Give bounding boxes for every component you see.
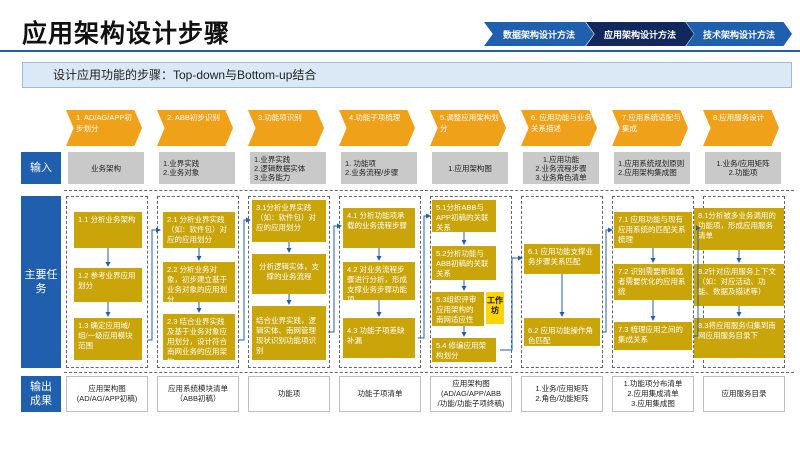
task-2-2: 2.2 分析业务对象，初步建立基于业务对象的应用划分: [163, 262, 235, 302]
subtitle-banner: 设计应用功能的步骤：Top-down与Bottom-up结合: [22, 62, 792, 88]
task-2-1: 2.1 分析业界实践（如：软件包）对应的应用划分: [163, 212, 235, 248]
row-label-tasks: 主要任务: [21, 196, 61, 368]
task-1-1: 1.1 分析业务架构: [74, 212, 142, 248]
input-cell-3: 1.业界实践 2.逻辑数据实体 3.业务能力: [250, 152, 326, 184]
task-3-2: 分析逻辑实体，支撑的业务流程: [252, 254, 326, 294]
task-3-3: 结合业界实践，逻辑实体、南网管理现状识别功能项识别: [252, 306, 326, 360]
input-cell-1: 业务架构: [68, 152, 144, 184]
task-1-2: 1.2 参考业界应用划分: [74, 268, 142, 302]
row-label-input: 输入: [21, 152, 61, 184]
task-8-3: 8.3将应用服务归集到南网应用服务目录下: [694, 318, 784, 358]
input-cell-7: 1.应用系统规划原则 2.应用架构集成图: [614, 152, 690, 184]
task-5-1: 5.1分析ABB与APP初稿的关联关系: [432, 200, 496, 232]
task-5-3: 5.3组织评审应用架构的南网适应性: [432, 292, 484, 326]
task-1-3: 1.3 确定应用域/组/一级应用模块范围: [74, 318, 142, 360]
row-label-output: 输出成果: [21, 376, 61, 412]
output-cell-8: 应用服务目录: [703, 376, 785, 412]
step-header-7: 7.应用系统适配与集成: [612, 110, 688, 146]
header-divider: [0, 50, 800, 52]
step-header-8: 8.应用服务设计: [703, 110, 779, 146]
task-8-1: 8.1分析被多业务调用的功能项，形成应用服务清单: [694, 208, 784, 250]
input-cell-2: 1.业界实践 2.业务对象: [159, 152, 235, 184]
nav-tab-data-architecture[interactable]: 数据架构设计方法: [484, 22, 594, 46]
step-header-3: 3.功能项识别: [248, 110, 324, 146]
arrow-col6-to-col7: [602, 227, 613, 333]
task-4-1: 4.1 分析功能项承载的业务流程步骤: [343, 208, 415, 248]
output-cell-4: 功能子项清单: [339, 376, 421, 412]
nav-tab-technology-architecture[interactable]: 技术架构设计方法: [686, 22, 792, 46]
page-title: 应用架构设计步骤: [22, 20, 231, 48]
task-4-3: 4.3 功能子项差缺补漏: [343, 318, 415, 358]
output-cell-1: 应用架构图 (AD/AG/APP初稿): [66, 376, 148, 412]
task-7-2: 7.2 识别需要新增或者需要优化的应用系统: [614, 264, 692, 300]
step-header-2: 2. ABB初步识别: [157, 110, 233, 146]
input-cell-5: 1.应用架构图: [432, 152, 508, 184]
separator-top: [64, 190, 794, 191]
step-header-4: 4.功能子项梳理: [339, 110, 415, 146]
output-cell-7: 1.功能项分布清单 2.应用集成清单 3.应用集成图: [612, 376, 694, 412]
step-header-6: 6. 应用功能与业务关系描述: [521, 110, 597, 146]
task-2-3: 2.3 结合业界实践及基于业务对象应用划分，设计符合南网业务的应用架构: [163, 314, 235, 360]
task-6-1: 6.1 应用功能支撑业务步骤关系匹配: [524, 244, 600, 274]
output-cell-2: 应用系统模块清单 （ABB初稿）: [157, 376, 239, 412]
task-3-1: 3.1分析业界实践（如：软件包）对应的应用划分: [252, 200, 326, 242]
task-panel-7: [612, 196, 694, 368]
output-cell-3: 功能项: [248, 376, 330, 412]
task-panel-1: [66, 196, 148, 368]
nav-tab-application-architecture[interactable]: 应用架构设计方法: [586, 22, 694, 46]
task-5-4: 5.4 修编应用架构划分: [432, 338, 496, 362]
task-8-2: 8.2针对应用服务上下文（如：对应活动、功能、数据及描述等）: [694, 264, 784, 306]
step-header-1: 1. AD/AG/APP初步划分: [66, 110, 142, 146]
output-cell-6: 1.业务/应用矩阵 2.角色/功能矩阵: [521, 376, 603, 412]
input-cell-6: 1.应用功能 2.业务流程步骤 3.业务角色清单: [523, 152, 599, 184]
workshop-badge: 工作坊: [486, 292, 504, 324]
output-cell-5: 应用架构图 (AD/AG/APP/ABB /功能/功能子项终稿): [430, 376, 512, 412]
separator-bottom: [64, 372, 794, 373]
input-cell-8: 1.业务/应用矩阵 2.功能项: [705, 152, 781, 184]
task-4-2: 4.2 对业务流程步骤进行分析，形成支撑业务步骤功能项: [343, 262, 415, 300]
task-5-2: 5.2分析功能与ABB初稿的关联关系: [432, 246, 496, 280]
task-6-2: 6.2 应用功能操作角色匹配: [524, 318, 600, 346]
input-cell-4: 1. 功能项 2.业务流程/步骤: [341, 152, 417, 184]
step-header-5: 5.调整应用架构划分: [430, 110, 506, 146]
task-7-3: 7.3 梳理应用之间的集成关系: [614, 322, 692, 350]
task-7-1: 7.1 应用功能与现有应用系统的匹配关系梳理: [614, 212, 692, 248]
